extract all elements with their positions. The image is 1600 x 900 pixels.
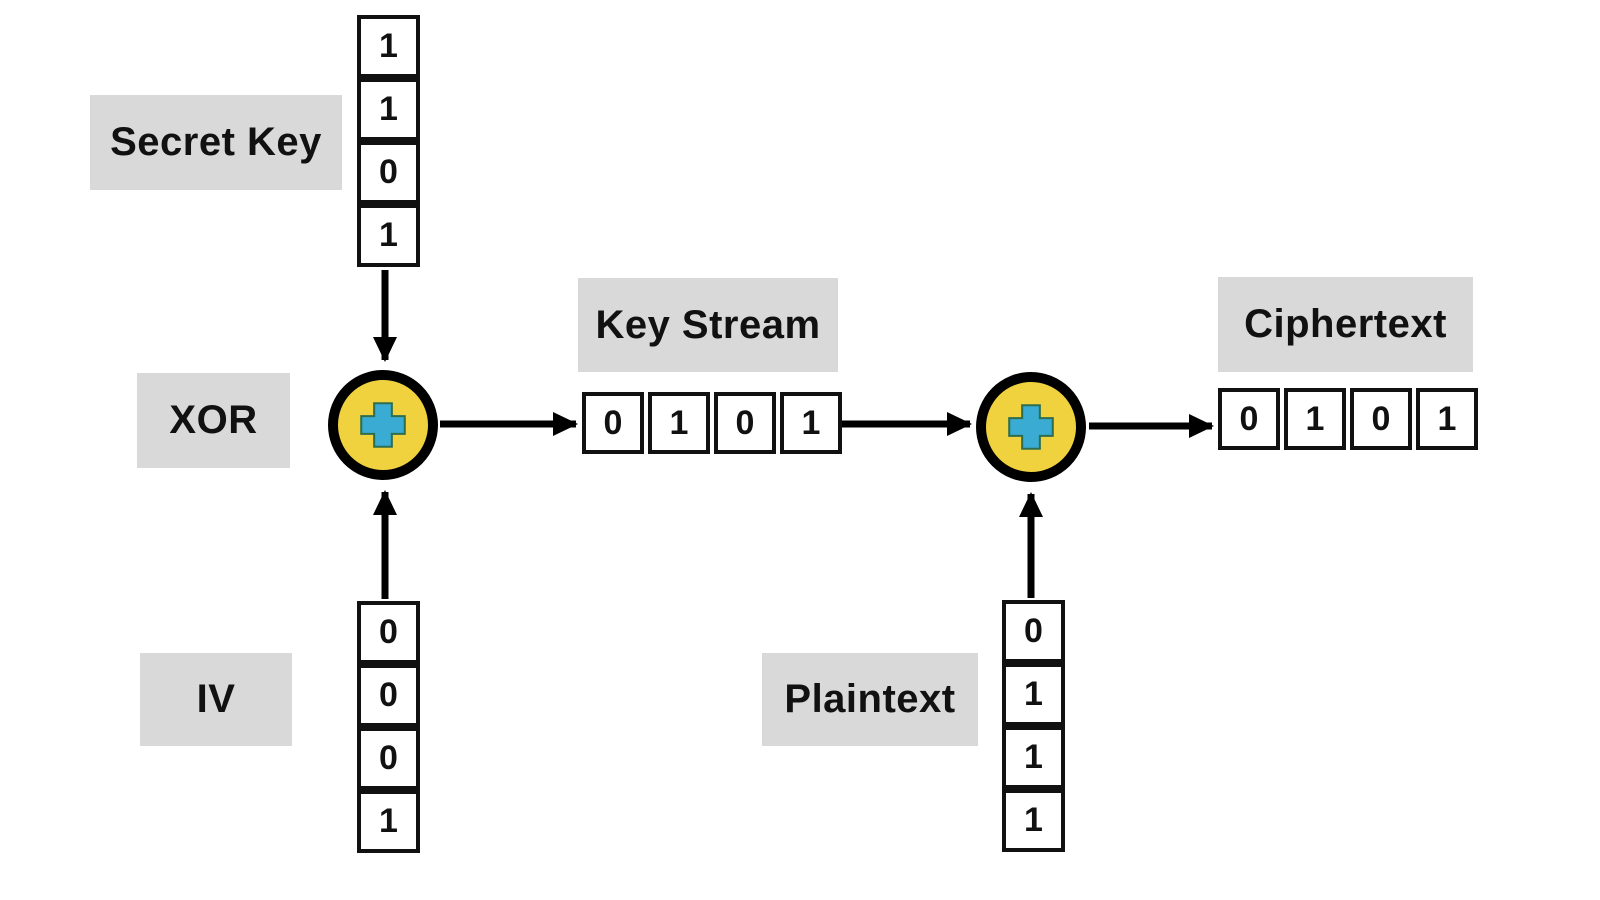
xor-node-2 — [976, 372, 1086, 482]
key-stream-bit-row: 0 1 0 1 — [582, 392, 842, 454]
secret-key-bit-0: 1 — [357, 15, 420, 78]
key-stream-bit-3: 1 — [780, 392, 842, 454]
secret-key-bit-2: 0 — [357, 141, 420, 204]
ciphertext-bit-0: 0 — [1218, 388, 1280, 450]
iv-bit-2: 0 — [357, 727, 420, 790]
plaintext-bit-0: 0 — [1002, 600, 1065, 663]
ciphertext-label: Ciphertext — [1218, 277, 1473, 372]
secret-key-label: Secret Key — [90, 95, 342, 190]
plus-icon — [360, 402, 406, 448]
key-stream-bit-1: 1 — [648, 392, 710, 454]
iv-bit-0: 0 — [357, 601, 420, 664]
iv-bit-3: 1 — [357, 790, 420, 853]
ciphertext-bit-1: 1 — [1284, 388, 1346, 450]
plaintext-bit-3: 1 — [1002, 789, 1065, 852]
key-stream-bit-0: 0 — [582, 392, 644, 454]
iv-label: IV — [140, 653, 292, 746]
ciphertext-bit-3: 1 — [1416, 388, 1478, 450]
ciphertext-bit-2: 0 — [1350, 388, 1412, 450]
secret-key-bit-column: 1 1 0 1 — [357, 15, 420, 267]
xor-label: XOR — [137, 373, 290, 468]
iv-bit-column: 0 0 0 1 — [357, 601, 420, 853]
secret-key-bit-1: 1 — [357, 78, 420, 141]
key-stream-label: Key Stream — [578, 278, 838, 372]
secret-key-bit-3: 1 — [357, 204, 420, 267]
plus-icon — [1008, 404, 1054, 450]
plaintext-bit-column: 0 1 1 1 — [1002, 600, 1065, 852]
plaintext-label: Plaintext — [762, 653, 978, 746]
xor-node-1 — [328, 370, 438, 480]
iv-bit-1: 0 — [357, 664, 420, 727]
plaintext-bit-2: 1 — [1002, 726, 1065, 789]
key-stream-bit-2: 0 — [714, 392, 776, 454]
ciphertext-bit-row: 0 1 0 1 — [1218, 388, 1478, 450]
plaintext-bit-1: 1 — [1002, 663, 1065, 726]
